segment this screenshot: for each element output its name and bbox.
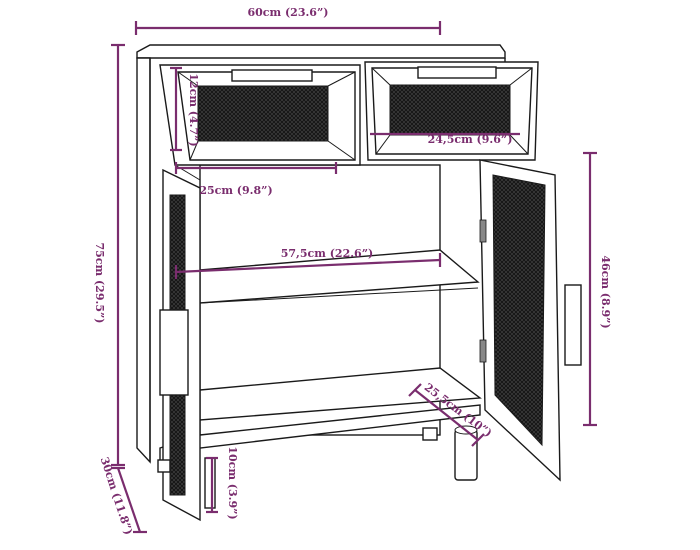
door-height-label: 46cm (8.9”): [599, 255, 612, 328]
height-label: 75cm (29.5”): [93, 242, 106, 323]
drawer-right-handle[interactable]: [417, 66, 497, 79]
dimension-lines: [111, 21, 597, 534]
door-left-handle[interactable]: [159, 309, 189, 396]
inner-width-label: 57,5cm (22.6”): [281, 247, 374, 260]
cabinet-illustration: [136, 44, 582, 522]
door-right-handle[interactable]: [564, 284, 582, 366]
door-left[interactable]: [159, 168, 201, 522]
width-label: 60cm (23.6”): [247, 6, 328, 19]
drawer-width-label: 25cm (9.8”): [199, 184, 272, 197]
drawer-left[interactable]: [159, 64, 361, 166]
cabinet-top: [136, 44, 506, 59]
drawer-left-handle[interactable]: [231, 69, 313, 82]
cabinet-left-side: [136, 57, 151, 464]
door-right[interactable]: [479, 159, 582, 482]
drawer-right[interactable]: [364, 61, 539, 161]
leg-height-label: 10cm (3.9”): [226, 446, 239, 519]
drawer-height-label: 12cm (4.7”): [187, 73, 200, 146]
drawer-inner-label: 24,5cm (9.6”): [428, 133, 513, 146]
